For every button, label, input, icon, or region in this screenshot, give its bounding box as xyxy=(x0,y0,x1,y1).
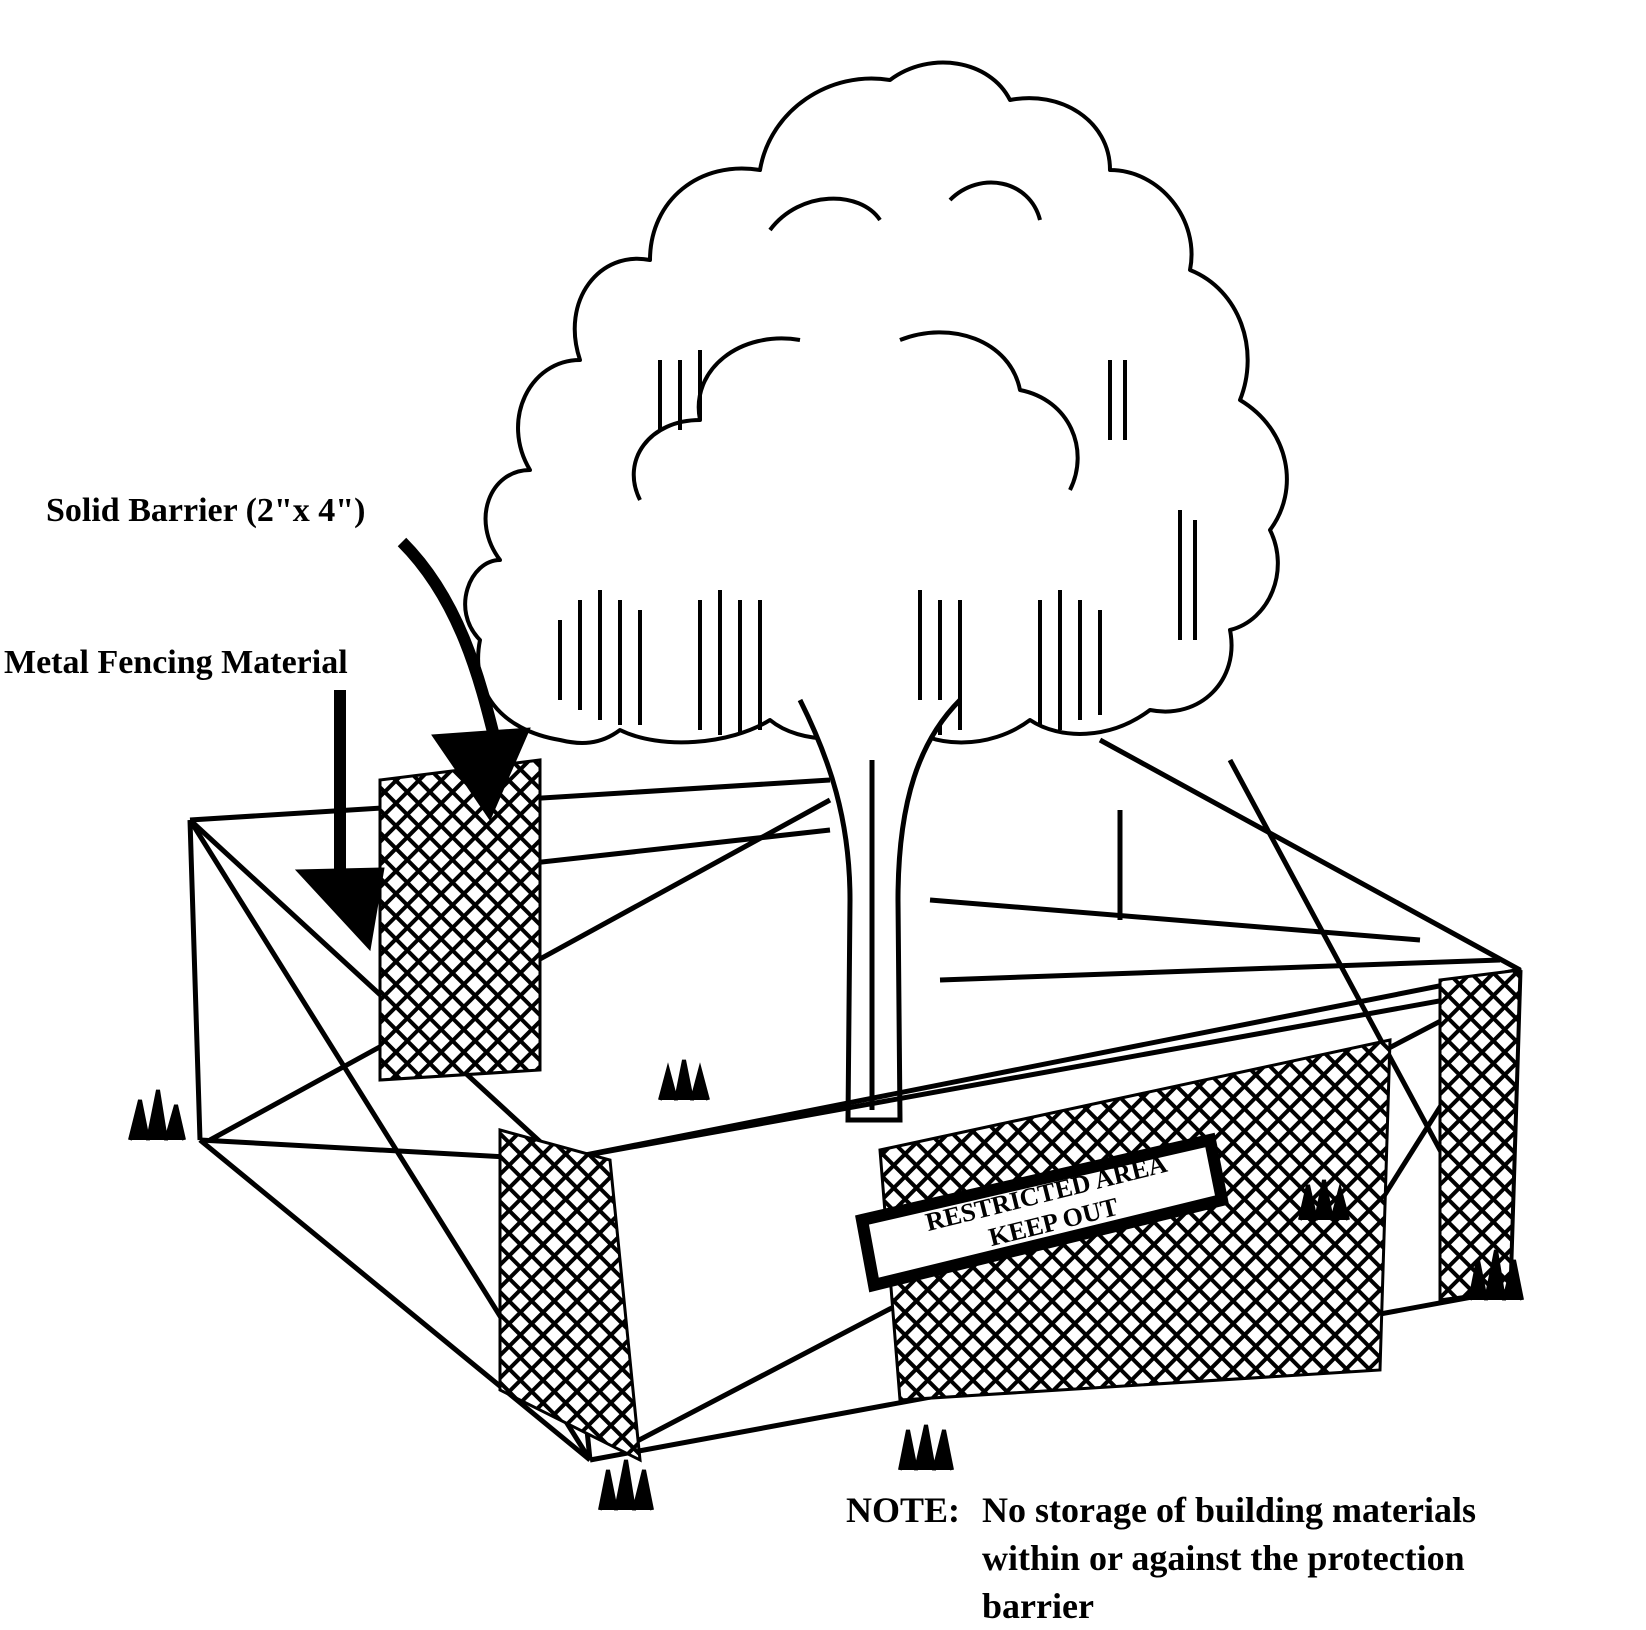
metal-fencing-label: Metal Fencing Material xyxy=(4,646,348,680)
solid-barrier-label: Solid Barrier (2"x 4") xyxy=(46,494,365,528)
tree-canopy xyxy=(465,63,1287,743)
note-prefix: NOTE: xyxy=(846,1486,960,1534)
metal-fencing-arrow xyxy=(296,690,384,950)
note-text: No storage of building materials within … xyxy=(982,1486,1562,1630)
metal-fencing-panels xyxy=(380,760,1520,1460)
tree-trunk xyxy=(800,700,960,1120)
